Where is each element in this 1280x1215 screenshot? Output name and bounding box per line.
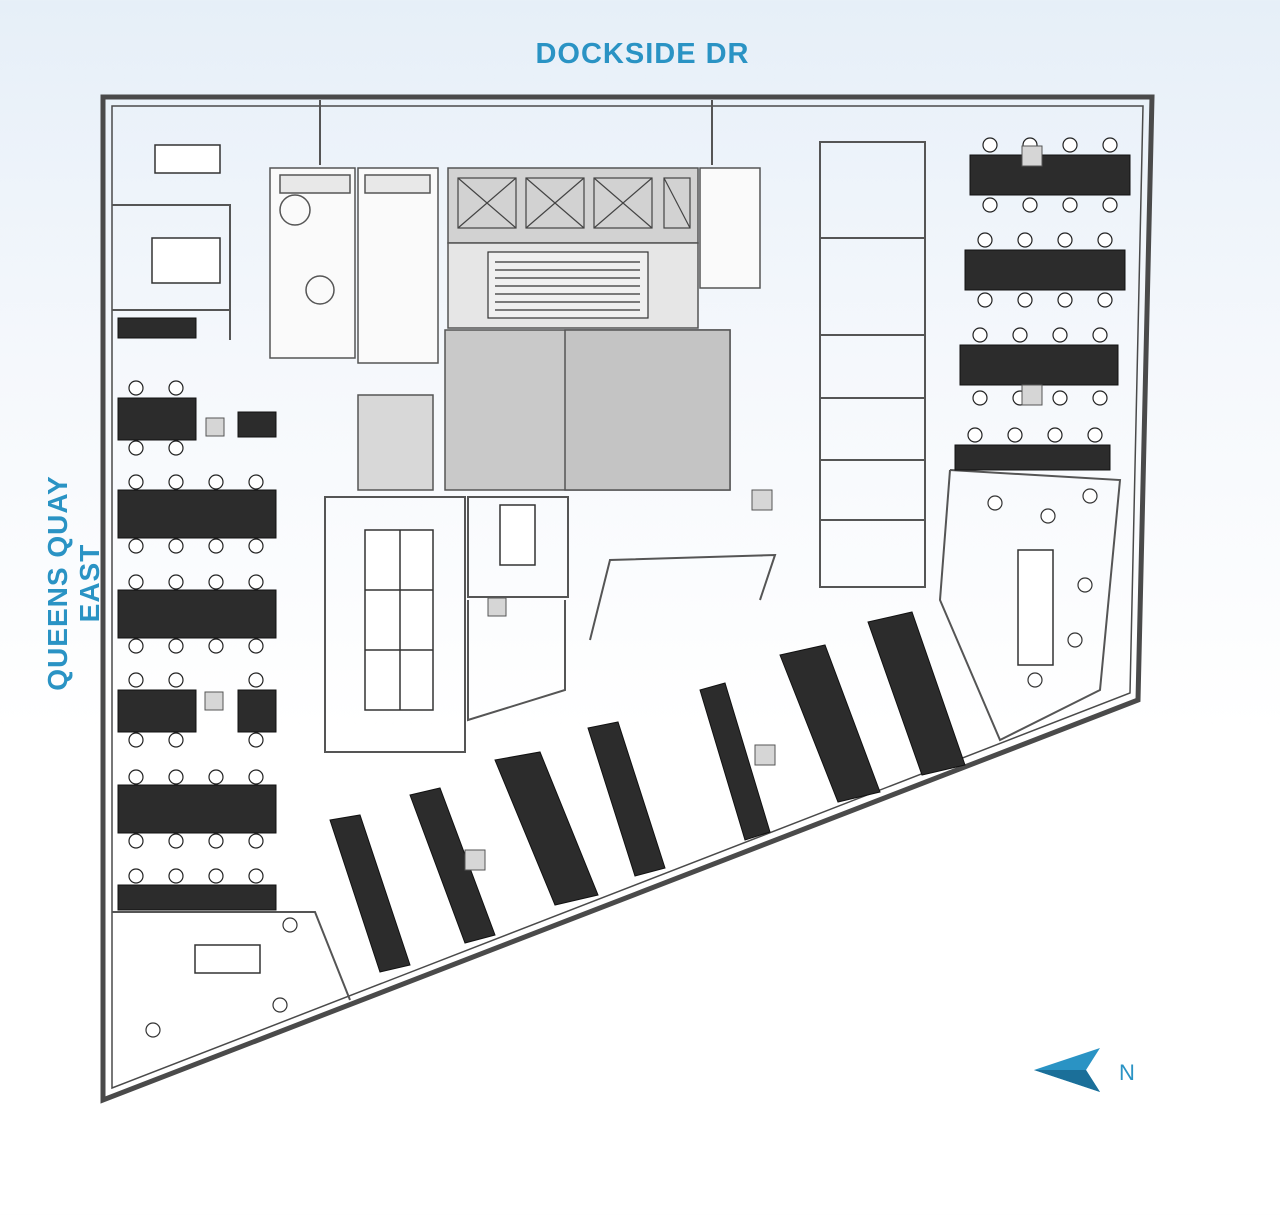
north-arrow-icon <box>1034 1048 1100 1092</box>
columns <box>204 145 1043 871</box>
workstation-chairs-right <box>967 137 1118 443</box>
elevators <box>457 177 691 229</box>
washrooms <box>269 167 761 364</box>
building-outline <box>100 94 1155 1104</box>
workstation-chairs-left <box>128 380 264 884</box>
interior-walls <box>112 100 1122 1001</box>
stairs <box>487 251 649 319</box>
boardroom-table <box>364 529 434 711</box>
workstations-left <box>117 317 277 911</box>
street-label-dockside: DOCKSIDE DR <box>535 38 750 70</box>
workstations-right <box>954 154 1131 471</box>
meeting-tables <box>151 144 1054 974</box>
lounge-seating <box>145 488 1098 1038</box>
north-label: N <box>1119 1060 1135 1085</box>
workstations-diagonal <box>329 611 966 973</box>
